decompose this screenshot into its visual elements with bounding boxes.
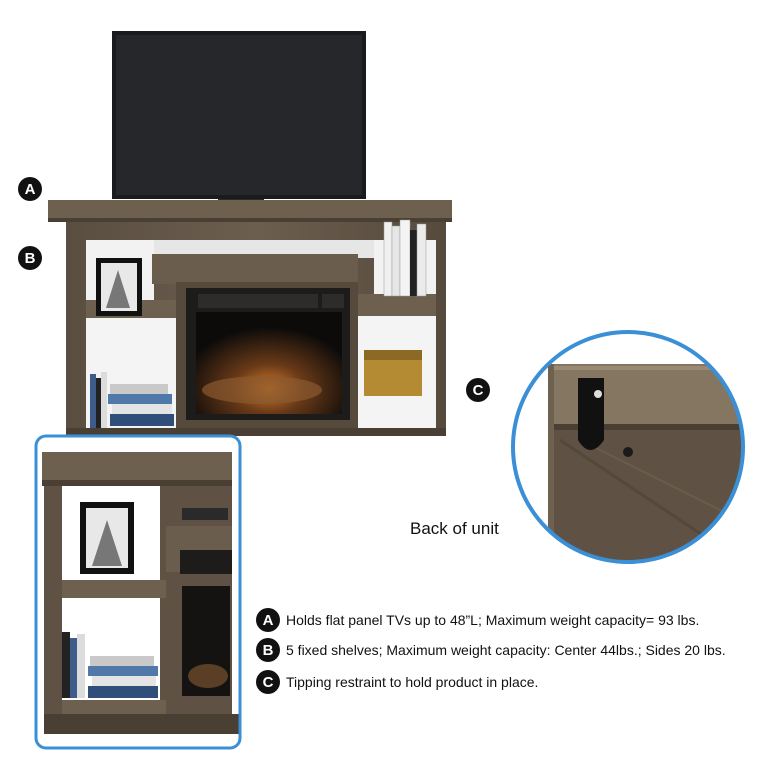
feature-c-badge: C	[256, 670, 280, 694]
back-of-unit-caption: Back of unit	[410, 519, 499, 538]
marker-c-badge: C	[466, 378, 490, 402]
feature-b-badge: B	[256, 638, 280, 662]
feature-item-c: C Tipping restraint to hold product in p…	[256, 670, 538, 694]
marker-b-badge: B	[18, 246, 42, 270]
feature-b-text: 5 fixed shelves; Maximum weight capacity…	[286, 642, 726, 658]
tv-stand	[48, 200, 452, 436]
feature-a-badge: A	[256, 608, 280, 632]
back-of-unit-detail	[511, 330, 745, 564]
feature-a-text: Holds flat panel TVs up to 48”L; Maximum…	[286, 612, 700, 628]
shelf-closeup-inset	[34, 434, 242, 750]
television	[112, 31, 366, 215]
feature-item-a: A Holds flat panel TVs up to 48”L; Maxim…	[256, 608, 699, 632]
marker-a-badge: A	[18, 177, 42, 201]
feature-c-text: Tipping restraint to hold product in pla…	[286, 674, 539, 690]
feature-item-b: B 5 fixed shelves; Maximum weight capaci…	[256, 638, 726, 662]
